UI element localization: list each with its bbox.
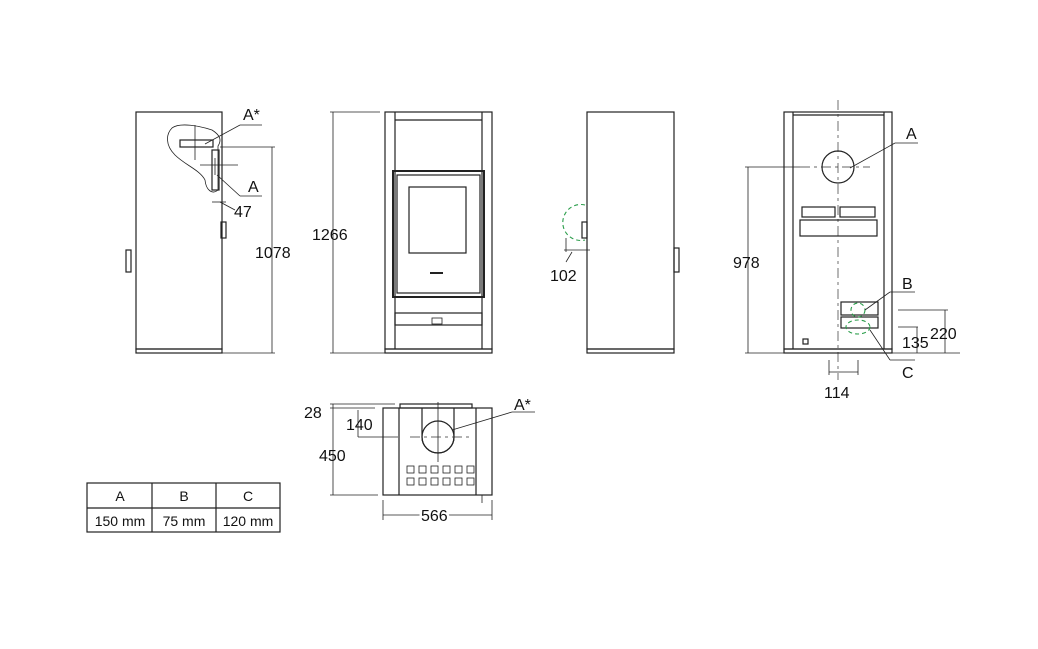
back-view: A B C 978 220 135 114 (733, 100, 960, 402)
label-a: A (906, 126, 917, 143)
dimension-450: 450 (319, 448, 346, 465)
table-header-c: C (243, 488, 253, 504)
front-view: 1266 (312, 111, 493, 354)
dimension-140: 140 (346, 417, 373, 434)
label-a-star: A* (514, 397, 531, 414)
table-header-a: A (115, 488, 125, 504)
connection-size-table: A B C 150 mm 75 mm 120 mm (86, 482, 281, 533)
label-a-star: A* (243, 107, 260, 124)
side-view-left: A* A 47 1078 (125, 107, 291, 354)
label-b: B (902, 276, 913, 293)
table-cell-c: 120 mm (223, 513, 274, 529)
handle-icon (125, 249, 132, 273)
dimension-28: 28 (304, 405, 322, 422)
top-view: A* 28 140 450 566 (304, 397, 535, 528)
side-view-right: 102 (550, 111, 680, 354)
label-a: A (248, 179, 259, 196)
dimension-114: 114 (824, 385, 850, 402)
vent-grid (406, 465, 475, 486)
table-cell-a: 150 mm (95, 513, 146, 529)
dimension-1078: 1078 (255, 245, 291, 262)
table-header-b: B (179, 488, 188, 504)
label-c: C (902, 365, 914, 382)
dimension-102: 102 (550, 268, 577, 285)
dimension-135: 135 (902, 335, 929, 352)
table-cell-b: 75 mm (163, 513, 206, 529)
dimension-47: 47 (234, 204, 252, 221)
dimension-566: 566 (421, 508, 448, 525)
dimension-978: 978 (733, 255, 760, 272)
dimension-220: 220 (930, 326, 957, 343)
dimension-1266: 1266 (312, 227, 348, 244)
